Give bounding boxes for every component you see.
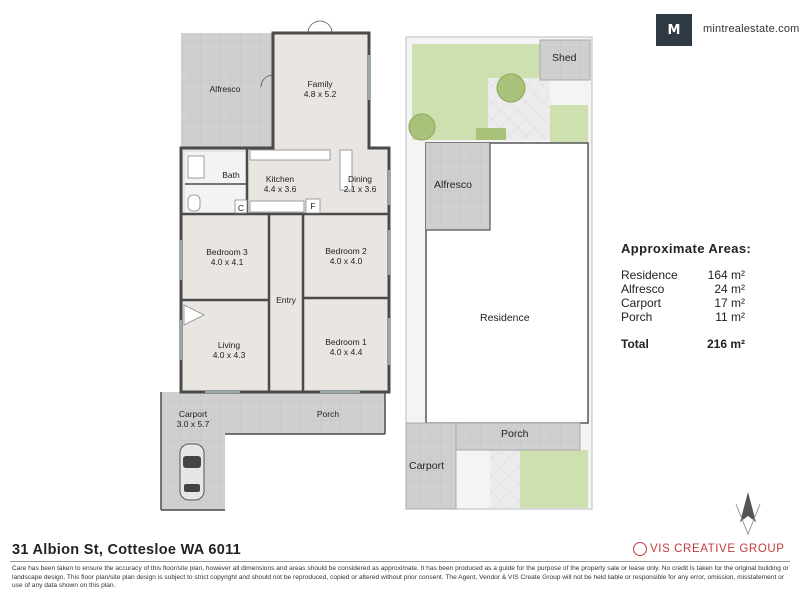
- site-porch-block: [455, 422, 581, 451]
- room-name: Kitchen: [265, 174, 295, 184]
- room-size: 4.0 x 4.1: [210, 257, 244, 268]
- room-size: 4.8 x 5.2: [303, 89, 337, 100]
- fridge-label: F: [310, 201, 316, 211]
- room-name: Porch: [316, 409, 340, 419]
- room-name: Living: [217, 340, 241, 350]
- room-name: Carport: [178, 409, 208, 419]
- room-size: 4.0 x 4.4: [329, 347, 363, 358]
- room-kitchen: Kitchen 4.4 x 3.6: [250, 174, 310, 194]
- room-name: Bedroom 1: [325, 337, 367, 347]
- area-value-residence: 164 m²: [707, 268, 745, 282]
- fireplace: [183, 304, 205, 326]
- room-name: Entry: [276, 295, 296, 305]
- hedge: [476, 128, 506, 140]
- site-label-carport: Carport: [409, 460, 445, 472]
- porch-floor: [225, 392, 385, 434]
- area-name-carport: Carport: [621, 296, 662, 310]
- area-value-total: 216 m²: [706, 337, 745, 351]
- alfresco-outline: [426, 143, 491, 231]
- room-dining: Dining 2.1 x 3.6: [334, 174, 386, 194]
- shed-block: [539, 39, 591, 81]
- room-size: 2.1 x 3.6: [343, 184, 377, 195]
- room-size: 4.4 x 3.6: [263, 184, 297, 195]
- logo-letter: M: [667, 22, 681, 38]
- area-value-carport: 17 m²: [714, 296, 745, 310]
- alfresco-floor: [181, 33, 273, 149]
- room-size: 3.0 x 5.7: [176, 419, 210, 430]
- room-size: 4.0 x 4.0: [329, 256, 363, 267]
- car-icon: [179, 443, 205, 501]
- footer-divider: [10, 561, 790, 562]
- windows: [180, 55, 390, 393]
- site-carport-block: [405, 422, 457, 510]
- front-lawn: [520, 450, 588, 508]
- area-name-alfresco: Alfresco: [621, 282, 665, 296]
- room-porch: Porch: [305, 409, 351, 419]
- agency-website[interactable]: mintrealestate.com.a: [703, 23, 800, 35]
- room-living: Living 4.0 x 4.3: [198, 340, 260, 360]
- agency-logo: M: [656, 14, 692, 46]
- tree: [496, 73, 526, 103]
- family-floor: [273, 33, 369, 148]
- shower-fixture: [187, 155, 205, 179]
- room-bedroom-1: Bedroom 1 4.0 x 4.4: [315, 337, 377, 357]
- site-label-porch: Porch: [501, 428, 529, 440]
- room-name: Alfresco: [209, 84, 241, 94]
- area-name-residence: Residence: [621, 268, 678, 282]
- compass-icon: [735, 492, 761, 536]
- room-alfresco: Alfresco: [195, 84, 255, 94]
- room-name: Bath: [222, 170, 240, 180]
- site-label-alfresco: Alfresco: [434, 179, 472, 191]
- site-label-residence: Residence: [480, 312, 530, 324]
- room-size: 4.0 x 4.3: [212, 350, 246, 361]
- area-name-total: Total: [621, 337, 649, 351]
- property-address: 31 Albion St, Cottesloe WA 6011: [12, 542, 242, 558]
- kitchen-benches: [249, 149, 353, 213]
- fridge-box: [305, 198, 321, 214]
- room-name: Family: [307, 79, 333, 89]
- room-name: Bedroom 3: [206, 247, 248, 257]
- area-value-alfresco: 24 m²: [714, 282, 745, 296]
- cupboard-label: C: [237, 203, 245, 213]
- site-label-shed: Shed: [552, 52, 577, 64]
- family-doors: [260, 20, 333, 88]
- vis-logo-icon: [633, 542, 647, 556]
- toilet-fixture: [187, 194, 201, 212]
- tree: [408, 113, 436, 141]
- room-carport: Carport 3.0 x 5.7: [164, 409, 222, 429]
- area-value-porch: 11 m²: [715, 310, 745, 324]
- room-bedroom-2: Bedroom 2 4.0 x 4.0: [315, 246, 377, 266]
- room-name: Dining: [347, 174, 373, 184]
- brand-name: VIS CREATIVE GROUP: [650, 543, 785, 555]
- front-path: [490, 450, 520, 508]
- alfresco-overlay: [426, 143, 490, 230]
- disclaimer-text: Care has been taken to ensure the accura…: [12, 565, 789, 590]
- room-family: Family 4.8 x 5.2: [290, 79, 350, 99]
- cupboard-box: [234, 199, 248, 214]
- room-name: Bedroom 2: [325, 246, 367, 256]
- area-name-porch: Porch: [621, 310, 653, 324]
- room-bedroom-3: Bedroom 3 4.0 x 4.1: [196, 247, 258, 267]
- room-bath: Bath: [215, 170, 247, 180]
- room-entry: Entry: [271, 295, 301, 305]
- areas-title: Approximate Areas:: [621, 241, 752, 256]
